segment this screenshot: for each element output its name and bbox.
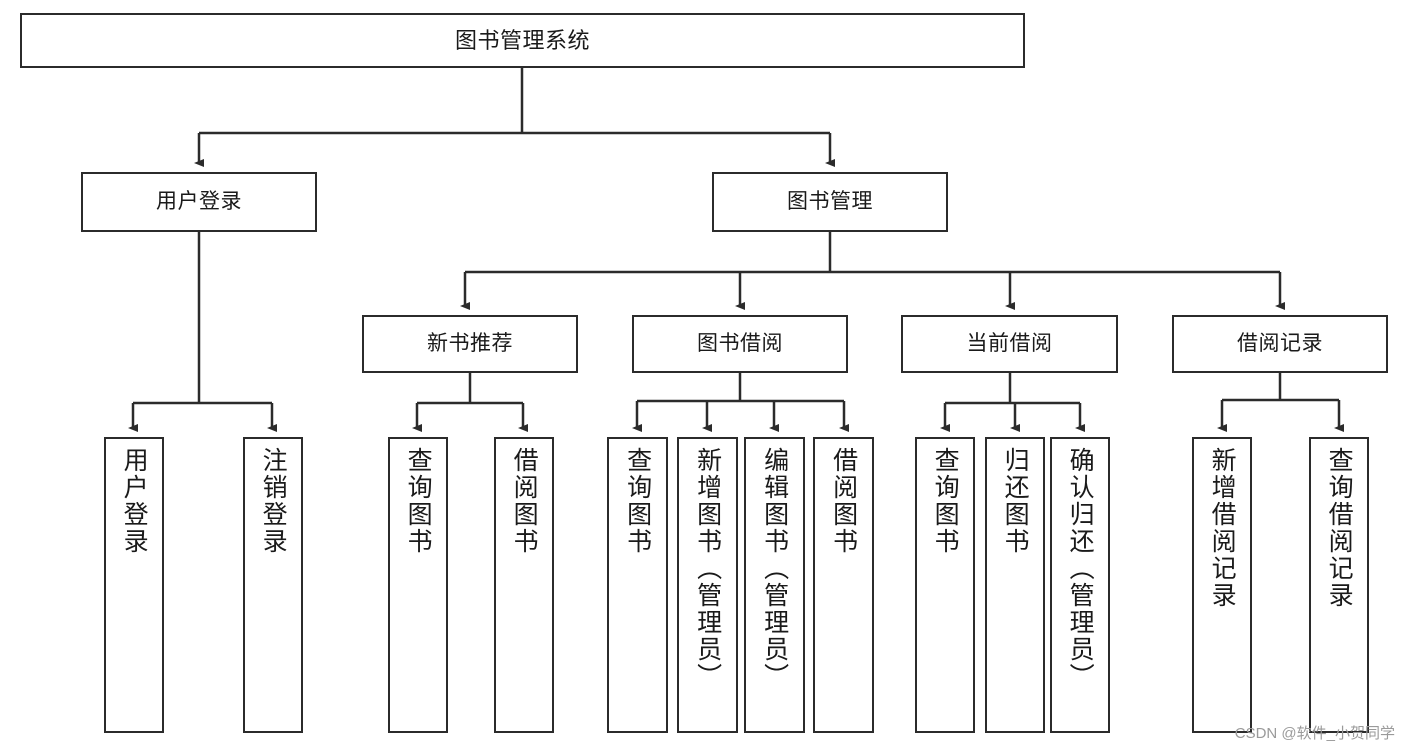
node-label: 查询图书 [931, 447, 960, 555]
leaf-query-book-borrow[interactable]: 查询图书 [607, 437, 668, 733]
node-label: 查询图书 [623, 447, 652, 555]
leaf-user-login[interactable]: 用户登录 [104, 437, 164, 733]
node-label: 编辑图书（管理员） [760, 447, 789, 690]
node-label: 借阅图书 [510, 447, 539, 555]
node-label: 新增图书（管理员） [693, 447, 722, 690]
leaf-query-book-current[interactable]: 查询图书 [915, 437, 975, 733]
node-label: 当前借阅 [966, 331, 1053, 355]
leaf-borrow-book[interactable]: 借阅图书 [813, 437, 874, 733]
leaf-query-book-recommend[interactable]: 查询图书 [388, 437, 448, 733]
node-label: 图书管理 [787, 189, 873, 213]
node-label: 用户登录 [120, 447, 149, 555]
node-label: 查询借阅记录 [1325, 447, 1354, 609]
node-book-management[interactable]: 图书管理 [712, 172, 948, 232]
leaf-edit-book-admin[interactable]: 编辑图书（管理员） [744, 437, 805, 733]
node-label: 注销登录 [259, 447, 288, 555]
node-label: 用户登录 [156, 189, 242, 213]
node-root-system[interactable]: 图书管理系统 [20, 13, 1025, 68]
node-new-book-recommend[interactable]: 新书推荐 [362, 315, 578, 373]
node-book-borrow[interactable]: 图书借阅 [632, 315, 848, 373]
leaf-logout[interactable]: 注销登录 [243, 437, 303, 733]
node-label: 确认归还（管理员） [1066, 447, 1095, 690]
node-label: 新书推荐 [427, 331, 513, 355]
leaf-confirm-return-admin[interactable]: 确认归还（管理员） [1050, 437, 1110, 733]
leaf-add-book-admin[interactable]: 新增图书（管理员） [677, 437, 738, 733]
node-borrow-record[interactable]: 借阅记录 [1172, 315, 1388, 373]
node-label: 借阅记录 [1237, 331, 1323, 355]
node-label: 归还图书 [1001, 447, 1030, 555]
leaf-return-book[interactable]: 归还图书 [985, 437, 1045, 733]
node-label: 借阅图书 [829, 447, 858, 555]
leaf-borrow-book-recommend[interactable]: 借阅图书 [494, 437, 554, 733]
leaf-add-borrow-record[interactable]: 新增借阅记录 [1192, 437, 1252, 733]
node-label: 查询图书 [404, 447, 433, 555]
node-label: 图书借阅 [697, 331, 783, 355]
csdn-watermark: CSDN @软件_小贺同学 [1234, 725, 1395, 742]
node-current-borrow[interactable]: 当前借阅 [901, 315, 1118, 373]
node-user-login[interactable]: 用户登录 [81, 172, 317, 232]
node-label: 图书管理系统 [454, 27, 590, 53]
node-label: 新增借阅记录 [1208, 447, 1237, 609]
leaf-query-borrow-record[interactable]: 查询借阅记录 [1309, 437, 1369, 733]
